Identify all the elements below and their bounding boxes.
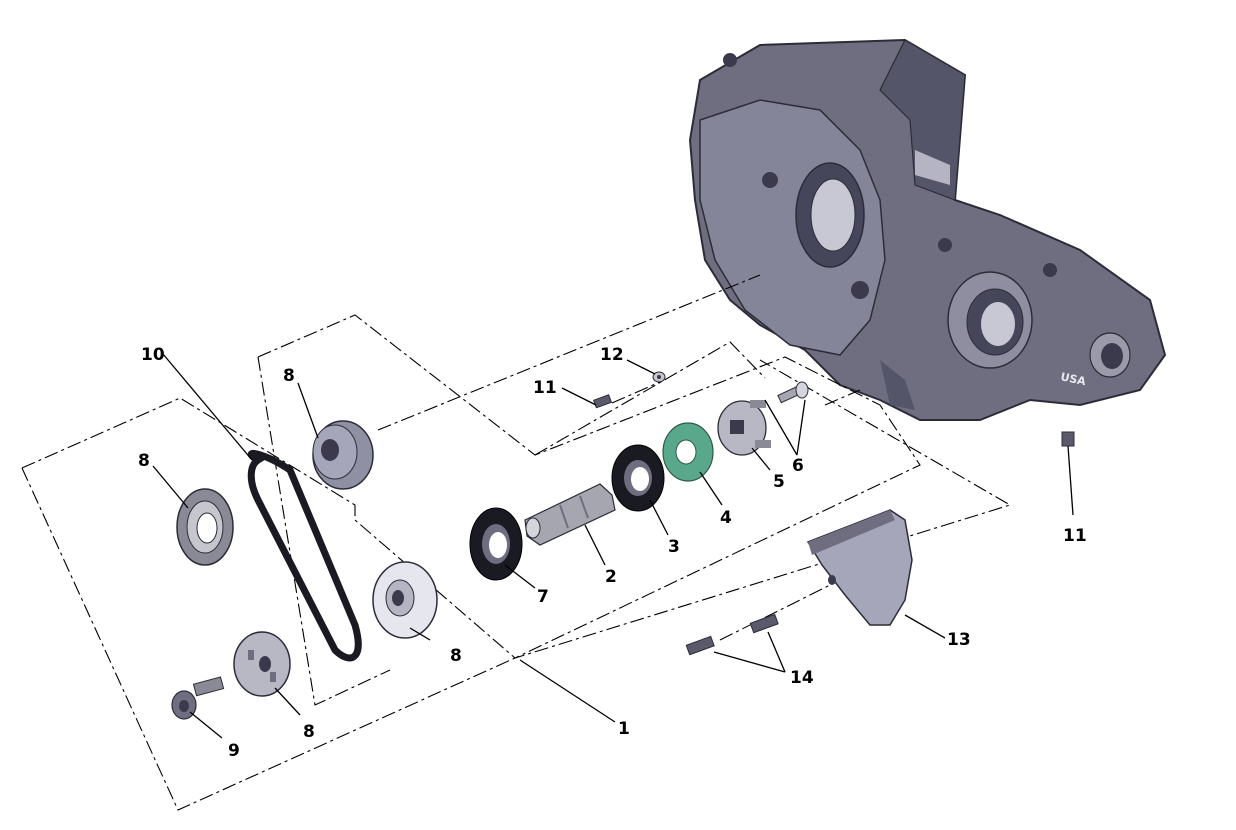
seal-left: [176, 488, 234, 566]
bearing-3: [611, 444, 665, 512]
sprocket-upper: [312, 420, 374, 490]
bolt-9: [171, 676, 225, 720]
callout-13: 13: [947, 630, 971, 650]
callout-12: 12: [600, 345, 624, 365]
callout-9: 9: [228, 741, 240, 761]
callout-7: 7: [537, 587, 549, 607]
callout-5: 5: [773, 472, 785, 492]
assembly-box-upper: [257, 314, 921, 659]
pin-6: [777, 381, 809, 404]
callout-8-sprocket: 8: [450, 646, 462, 666]
centerline-sprocket-to-case: [377, 274, 761, 431]
callout-8-upper: 8: [283, 366, 295, 386]
flange-plate: [233, 631, 291, 697]
case-usa-mark: USA: [1059, 370, 1087, 388]
callout-11-upper: 11: [533, 378, 557, 398]
callout-2: 2: [605, 567, 617, 587]
callout-3: 3: [668, 537, 680, 557]
drive-belt: [247, 449, 362, 662]
callout-6: 6: [792, 456, 804, 476]
assembly-boxes: [21, 274, 1012, 811]
sprocket-lower: [372, 561, 438, 639]
screw-11-upper: [592, 394, 613, 409]
callout-11-right: 11: [1063, 526, 1087, 546]
leader-lines: [152, 353, 1074, 739]
callout-1: 1: [618, 719, 630, 739]
shaft-2: [524, 483, 616, 546]
callout-4: 4: [720, 508, 732, 528]
callout-8-left: 8: [138, 451, 150, 471]
callout-8-plate: 8: [303, 722, 315, 742]
engine-crankcase: USA: [688, 38, 1167, 421]
callout-14: 14: [790, 668, 814, 688]
screw-14-a: [685, 635, 715, 656]
bearing-7: [469, 507, 523, 581]
callout-10: 10: [141, 345, 165, 365]
washer-12: [652, 371, 666, 383]
screw-14-b: [749, 613, 779, 634]
seal-4-green: [662, 422, 714, 482]
cover-13: [806, 509, 913, 626]
screw-11-right: [1061, 431, 1075, 447]
hub-5: [717, 400, 771, 456]
callout-labels: 8 8 10 8 8 9 7 2 3 4 5 6 12 11 11 13 14 …: [138, 345, 1087, 761]
